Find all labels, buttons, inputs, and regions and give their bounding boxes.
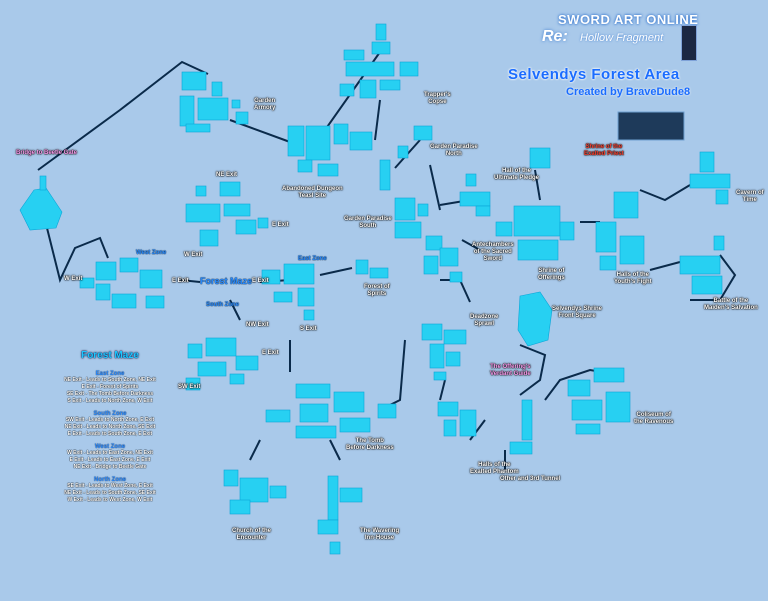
logo-line-3: Hollow Fragment xyxy=(580,32,664,44)
label-halls-exalted: Halls of the Exalted Phantom xyxy=(470,462,519,475)
label-south-zone: South Zone xyxy=(206,302,239,308)
label-battle-maidens: Battle of the Maiden's Salvation xyxy=(704,298,758,311)
beetle-gate-rooms xyxy=(19,175,63,231)
legend-zone: East Zone NE Exit - Leads to South Zone,… xyxy=(40,371,180,405)
label-east-zone: East Zone xyxy=(298,256,327,262)
south-zone-rooms xyxy=(185,337,259,391)
forest-spirits-rooms xyxy=(355,259,389,279)
map-byline: Created by BraveDude8 xyxy=(566,86,691,98)
legend-zone-name: South Zone xyxy=(93,411,127,417)
deadzone-sprawl-rooms xyxy=(421,323,467,381)
maidens-rooms xyxy=(679,235,725,295)
label-halls-youths: Halls of the Youth's Fight xyxy=(614,272,652,285)
legend-line: SW Exit - Leads to North Zone, E Exit xyxy=(65,417,155,423)
label-west-zone: West Zone xyxy=(136,250,167,256)
label-selvendys-shrine: Selvendys Shrine Front Square xyxy=(552,306,603,319)
youths-fight-rooms xyxy=(595,191,645,271)
legend-line: NE Exit - Bridge to Beetle Gate xyxy=(73,464,147,470)
label-w-exit-west: W Exit xyxy=(64,276,83,282)
legend-zone: West Zone W Exit - Leads to East Zone, N… xyxy=(40,444,180,471)
label-garden-paradise-north: Garden Paradise North xyxy=(430,144,478,157)
east-zone-rooms xyxy=(261,263,315,321)
exalted-phantom-rooms xyxy=(437,401,477,437)
label-offering-verdant: The Offering's Verdant Guide xyxy=(490,364,531,377)
label-forest-spirits: Forest of Spirits xyxy=(364,284,390,297)
west-zone-rooms xyxy=(79,257,165,309)
shrine-square-rooms xyxy=(517,291,553,347)
tomb-darkness-rooms xyxy=(265,383,397,439)
legend-line: E Exit - Leads to South Zone, E Exit xyxy=(67,431,153,437)
label-deadzone-sprawl: Deadzone Sprawl xyxy=(470,314,499,327)
legend-line: S Exit - Leads to North Zone, W Exit xyxy=(67,398,153,404)
legend-line: W Exit - Leads to West Zone, W Exit xyxy=(67,497,153,503)
label-e-exit-north: E Exit xyxy=(272,222,289,228)
label-e-exit-maze: E Exit xyxy=(252,278,269,284)
legend-line: SE Exit - The Tomb Before Darkness xyxy=(66,391,154,397)
banner-icon xyxy=(681,25,697,61)
antechamber-rooms xyxy=(423,235,463,283)
label-shrine-exalted: Shrine of the Exalted Priest xyxy=(584,144,624,157)
label-e-exit-west: E Exit xyxy=(172,278,189,284)
abandoned-dungeon-rooms xyxy=(287,123,373,177)
label-antechambers: Antechambers of the Sacred Sword xyxy=(472,242,514,262)
label-abandoned-dungeon: Abandoned Dungeon Teasl Site xyxy=(282,186,343,199)
coliseum-rooms xyxy=(567,367,631,435)
map-title: Selvendys Forest Area xyxy=(508,66,680,83)
north-zone-rooms xyxy=(185,181,269,247)
legend-line: W Exit - Leads to East Zone, NE Exit xyxy=(67,450,153,456)
legend-zone-name: North Zone xyxy=(94,477,126,483)
legend-line: NE Exit - Leads to South Zone, NE Exit xyxy=(64,377,156,383)
label-garden-armory: Garden Armory xyxy=(254,98,276,111)
label-sw-exit-south: SW Exit xyxy=(178,384,201,390)
garden-armory-rooms xyxy=(179,71,249,133)
label-forest-maze: Forest Maze xyxy=(200,276,253,286)
label-garden-paradise-south: Garden Paradise South xyxy=(344,216,392,229)
label-ne-exit-north: NE Exit xyxy=(216,172,238,178)
label-e-exit-south: E Exit xyxy=(262,350,279,356)
label-w-exit-north: W Exit xyxy=(184,252,203,258)
ultimate-pledge-rooms xyxy=(459,173,491,217)
offerings-rooms xyxy=(495,147,575,261)
logo-line-1: SWORD ART ONLINE xyxy=(558,12,699,27)
label-coliseum-ravenous: Coliseum of the Ravenous xyxy=(634,412,674,425)
label-other-tunnel: Other and 3rd Tunnel xyxy=(500,476,561,482)
forest-maze-legend: Forest Maze East Zone NE Exit - Leads to… xyxy=(40,350,180,504)
label-tomb-darkness: The Tomb Before Darkness xyxy=(346,438,394,451)
legend-title: Forest Maze xyxy=(81,350,139,361)
garden-paradise-rooms xyxy=(379,125,433,239)
label-cavern-time: Cavern of Time xyxy=(736,190,764,203)
legend-zone-name: East Zone xyxy=(95,371,125,377)
label-hall-ultimate: Hall of the Ultimate Pledge xyxy=(494,168,540,181)
legend-zone: South Zone SW Exit - Leads to North Zone… xyxy=(40,411,180,438)
label-s-exit-east: S Exit xyxy=(300,326,317,332)
label-shrine-offerings: Shrine of Offerings xyxy=(538,268,565,281)
trappers-copse-rooms xyxy=(339,23,419,99)
legend-zone-name: West Zone xyxy=(94,444,126,450)
legend-line: E Exit - Leads to East Zone, E Exit xyxy=(69,457,151,463)
legend-line: NE Exit - Leads to South Zone, SE Exit xyxy=(64,490,156,496)
legend-line: SE Exit - Leads to West Zone, E Exit xyxy=(67,483,153,489)
label-church-encounter: Church of the Encounter xyxy=(232,528,271,541)
room-clusters xyxy=(19,23,731,555)
legend-line: E Exit - Forest of Spirits xyxy=(81,384,139,390)
tunnel-rooms xyxy=(509,399,533,455)
wavering-inn-rooms xyxy=(317,475,363,555)
game-logo: SWORD ART ONLINE Re: Hollow Fragment xyxy=(538,6,708,60)
legend-zone: North Zone SE Exit - Leads to West Zone,… xyxy=(40,477,180,504)
church-encounter-rooms xyxy=(223,469,287,515)
label-nw-exit-south: NW Exit xyxy=(246,322,269,328)
legend-line: NE Exit - Leads to North Zone, SE Exit xyxy=(64,424,156,430)
logo-line-2: Re: xyxy=(542,28,568,45)
label-bridge-beetle-gate: Bridge to Beetle Gate xyxy=(16,150,78,156)
cavern-time-rooms xyxy=(689,151,731,205)
label-trappers-copse: Trapper's Copse xyxy=(424,92,451,105)
label-wavering-inn: The Wavering Inn-House xyxy=(360,528,400,541)
minimap-thumbnail xyxy=(617,111,685,141)
